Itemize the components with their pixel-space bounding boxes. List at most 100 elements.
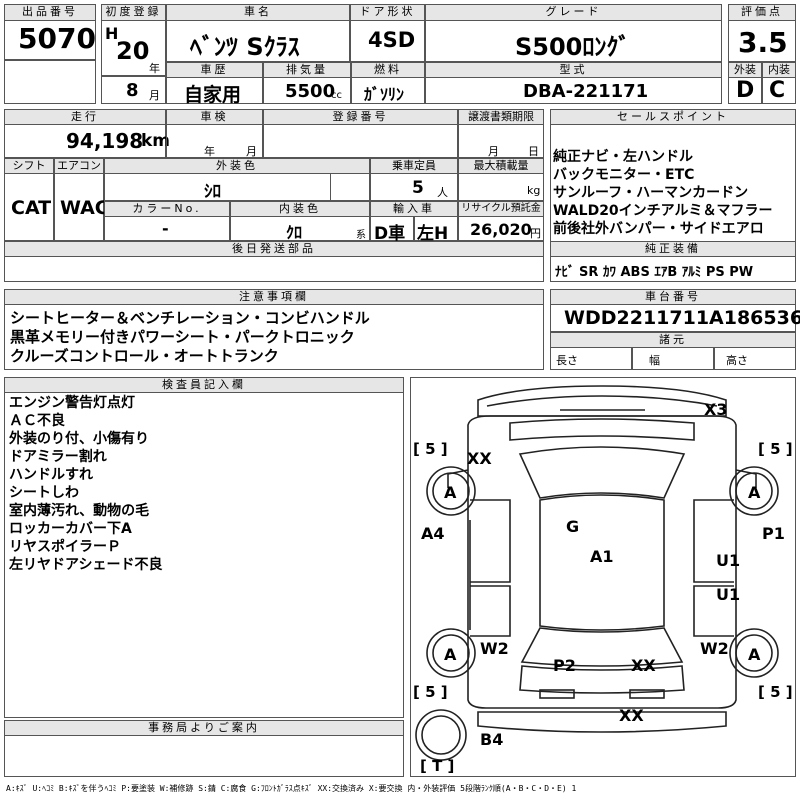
import-type: D車 <box>374 224 406 244</box>
color-cell-divider <box>330 173 370 201</box>
first-reg-month-cell <box>101 76 166 104</box>
mark-xx-trunk: XX <box>631 656 656 675</box>
interior-header: 内装 <box>762 62 796 78</box>
equipment-cell <box>550 256 796 282</box>
model: ﾍﾞﾝﾂ Sｸﾗｽ <box>190 33 300 61</box>
front-bumper <box>477 385 727 417</box>
inspection-cell <box>166 124 263 158</box>
interior-cell <box>762 77 796 104</box>
inspector-line: エンジン警告灯点灯 <box>9 395 135 411</box>
mark-w2-right: W2 <box>700 639 729 658</box>
shift-header: シフト <box>4 158 54 174</box>
inspector-line: 外装のり付、小傷有り <box>9 431 149 447</box>
sales-points: 純正ナビ・左ハンドル バックモニター・ETC サンルーフ・ハーマンカードン WA… <box>553 148 773 238</box>
mark-p2: P2 <box>553 656 576 675</box>
notes-lines: シートヒーター＆ベンチレーション・コンビハンドル 黒革メモリー付きパワーシート・… <box>10 309 370 366</box>
door-cell <box>350 20 425 62</box>
mark-a4: A4 <box>421 524 445 543</box>
lot-no: 5070 <box>18 22 96 55</box>
front-left-wheel <box>426 466 476 516</box>
first-reg-month-unit: 月 <box>149 89 160 102</box>
car-diagram-frame <box>410 377 796 777</box>
height-cell <box>714 347 796 370</box>
note-line: 黒革メモリー付きパワーシート・パークトロニック <box>10 328 355 346</box>
right-mirror <box>735 469 757 488</box>
equipment-item: ｱﾙﾐ <box>681 265 702 280</box>
mark-b4: B4 <box>480 730 504 749</box>
capacity: 5 <box>412 178 424 198</box>
exterior-header: 外装 <box>728 62 762 78</box>
displacement-cell <box>263 77 351 104</box>
front-left-door <box>470 499 511 583</box>
lot-no-cell <box>4 20 96 60</box>
recycle-cell <box>458 216 544 241</box>
interior-color-unit: 系 <box>356 230 366 241</box>
mark-u1-top: U1 <box>716 551 741 570</box>
sales-point: 前後社外バンパー・サイドエアロ <box>553 221 764 237</box>
displacement-unit: cc <box>331 90 342 101</box>
spare-tire <box>415 709 467 761</box>
length-label: 長さ <box>556 354 578 367</box>
first-reg-cell <box>101 20 166 76</box>
body-outline <box>467 415 737 709</box>
mark-a-rear-right: A <box>748 645 761 664</box>
note-line: シートヒーター＆ベンチレーション・コンビハンドル <box>10 309 370 327</box>
color: ｼﾛ <box>204 182 221 202</box>
equipment-item: PW <box>729 265 754 280</box>
max-load-unit: kg <box>527 184 541 197</box>
displacement: 5500 <box>285 81 336 102</box>
width-label: 幅 <box>649 354 660 367</box>
transfer-day-unit: 日 <box>528 145 539 158</box>
office-cell <box>4 735 404 777</box>
mark-a-front-left: A <box>444 483 457 502</box>
inspector-line: 左リヤドアシェード不良 <box>9 557 163 573</box>
tire-label-rear-left: [ 5 ] <box>413 683 448 701</box>
inspector-line: ＡＣ不良 <box>9 413 65 429</box>
max-load-cell <box>458 173 544 201</box>
displacement-header: 排気量 <box>263 62 351 78</box>
type: DBA-221171 <box>523 81 649 102</box>
equipment-item: ｴｱB <box>654 265 678 280</box>
rear-left-wheel <box>426 628 476 678</box>
exterior-cell <box>728 77 762 104</box>
mark-p1: P1 <box>762 524 785 543</box>
sales-point: WALD20インチアルミ＆マフラー <box>553 203 773 219</box>
spare-tire-inner <box>421 715 461 755</box>
tire-label-rear-right: [ 5 ] <box>758 683 793 701</box>
recycle-unit: 円 <box>530 227 541 240</box>
chassis-cell <box>550 304 796 332</box>
model-cell <box>166 20 350 62</box>
inspector-line: ハンドルすれ <box>9 467 93 483</box>
equipment-item: SR <box>579 265 599 280</box>
first-reg-month: 8 <box>126 80 139 101</box>
legend: A:ｷｽﾞ U:ﾍｺﾐ B:ｷｽﾞを伴うﾍｺﾐ P:要塗装 W:補修跡 S:錆 … <box>6 784 577 793</box>
score-cell <box>728 20 796 62</box>
shift: CAT <box>11 197 52 219</box>
roof <box>539 494 665 631</box>
equipment-item: ﾅﾋﾞ <box>555 265 575 280</box>
width-cell <box>632 347 714 370</box>
notes-header: 注意事項欄 <box>4 289 544 305</box>
history-cell <box>166 77 263 104</box>
color-no-header: カラーNo. <box>104 201 230 217</box>
first-reg-year: 20 <box>116 37 150 65</box>
steering-cell <box>414 216 458 241</box>
door: 4SD <box>368 28 416 52</box>
front-bumper-lip <box>486 395 718 407</box>
mark-g: G <box>566 517 580 536</box>
color-no-cell <box>104 216 230 241</box>
recycle: 26,020 <box>470 220 532 239</box>
mark-u1-bottom: U1 <box>716 585 741 604</box>
inspector-line: リヤスポイラーＰ <box>9 539 121 555</box>
rear-right-wheel <box>729 628 779 678</box>
front-right-door <box>693 499 734 583</box>
front-right-wheel <box>729 466 779 516</box>
capacity-unit: 人 <box>437 186 448 199</box>
equipment-item: ｶﾜ <box>602 265 616 280</box>
equipment-list: ﾅﾋﾞ SR ｶﾜ ABS ｴｱB ｱﾙﾐ PS PW <box>555 261 753 280</box>
mark-a-rear-left: A <box>444 645 457 664</box>
left-mirror <box>447 469 469 488</box>
left-taillight <box>539 689 575 699</box>
hood <box>509 418 695 441</box>
ac-cell <box>54 173 104 241</box>
